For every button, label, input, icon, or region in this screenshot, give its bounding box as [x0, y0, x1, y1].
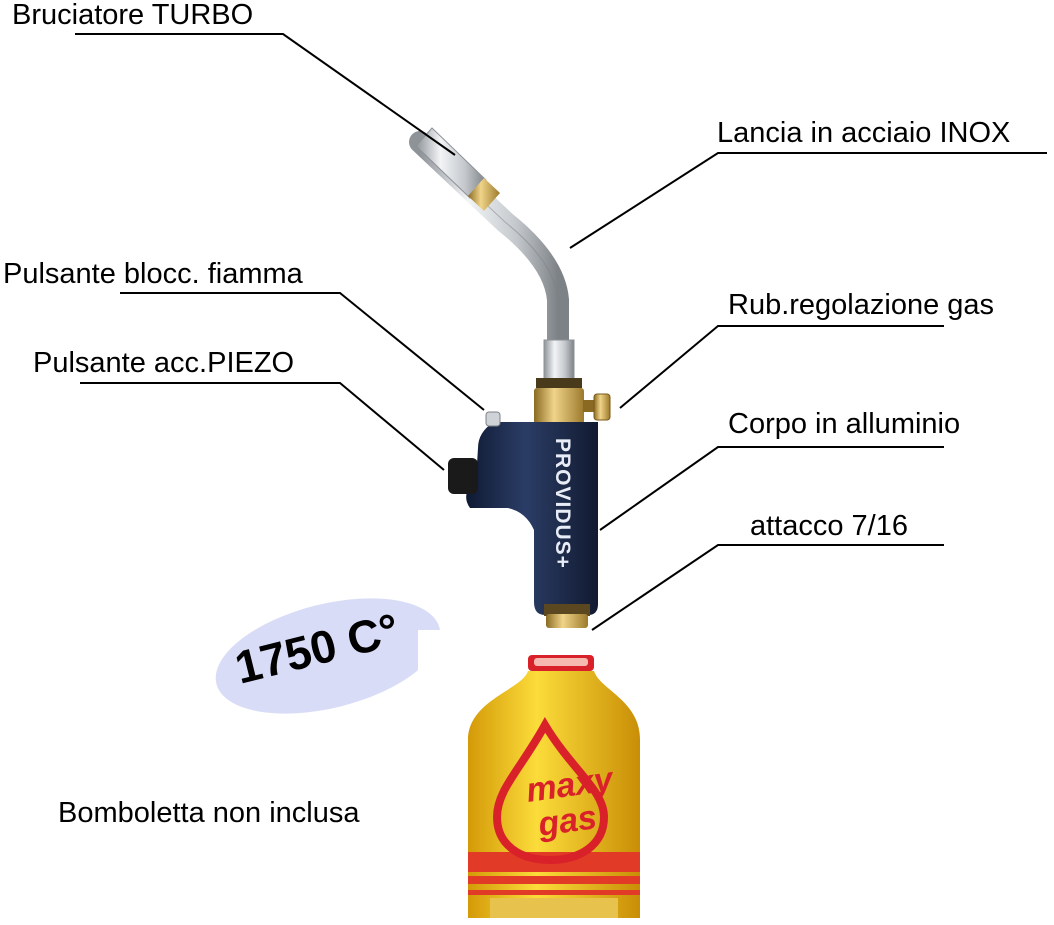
svg-text:gas: gas: [535, 798, 599, 844]
piezo-button[interactable]: [448, 458, 478, 494]
torch-brand-text: PROVIDUS+: [551, 438, 574, 569]
fitting-7-16: [546, 614, 588, 628]
burner-brass-ring: [468, 178, 500, 211]
leader-body: [599, 446, 944, 531]
aluminium-body: [466, 422, 598, 615]
leader-burner: [75, 33, 456, 156]
gas-canister: maxy gas: [468, 655, 640, 918]
temperature-badge: 1750 C°: [215, 598, 441, 714]
leader-fitting: [591, 544, 944, 631]
label-burner: Bruciatore TURBO: [12, 0, 253, 31]
gas-valve-knob: [593, 393, 611, 421]
drop-logo-icon: [492, 717, 609, 865]
leader-lance: [569, 152, 1047, 249]
torch: PROVIDUS+: [409, 127, 611, 628]
label-flame-lock: Pulsante blocc. fiamma: [3, 258, 304, 290]
label-gas-valve: Rub.regolazione gas: [728, 289, 994, 321]
lance-ferrule: [543, 339, 575, 381]
leader-flame-lock: [120, 292, 485, 411]
label-canister-note: Bomboletta non inclusa: [58, 797, 360, 829]
label-lance: Lancia in acciaio INOX: [717, 117, 1010, 149]
leader-gas-valve: [619, 325, 944, 409]
turbo-burner: [415, 127, 487, 199]
label-body: Corpo in alluminio: [728, 408, 960, 440]
leader-lines: [75, 33, 1047, 631]
flame-lock-button[interactable]: [485, 411, 501, 427]
label-fitting: attacco 7/16: [750, 510, 908, 542]
stainless-lance: [409, 131, 569, 356]
leader-piezo: [80, 382, 445, 471]
label-piezo: Pulsante acc.PIEZO: [33, 347, 294, 379]
temperature-badge-ellipse: [215, 598, 441, 714]
brass-collar: [534, 388, 584, 424]
